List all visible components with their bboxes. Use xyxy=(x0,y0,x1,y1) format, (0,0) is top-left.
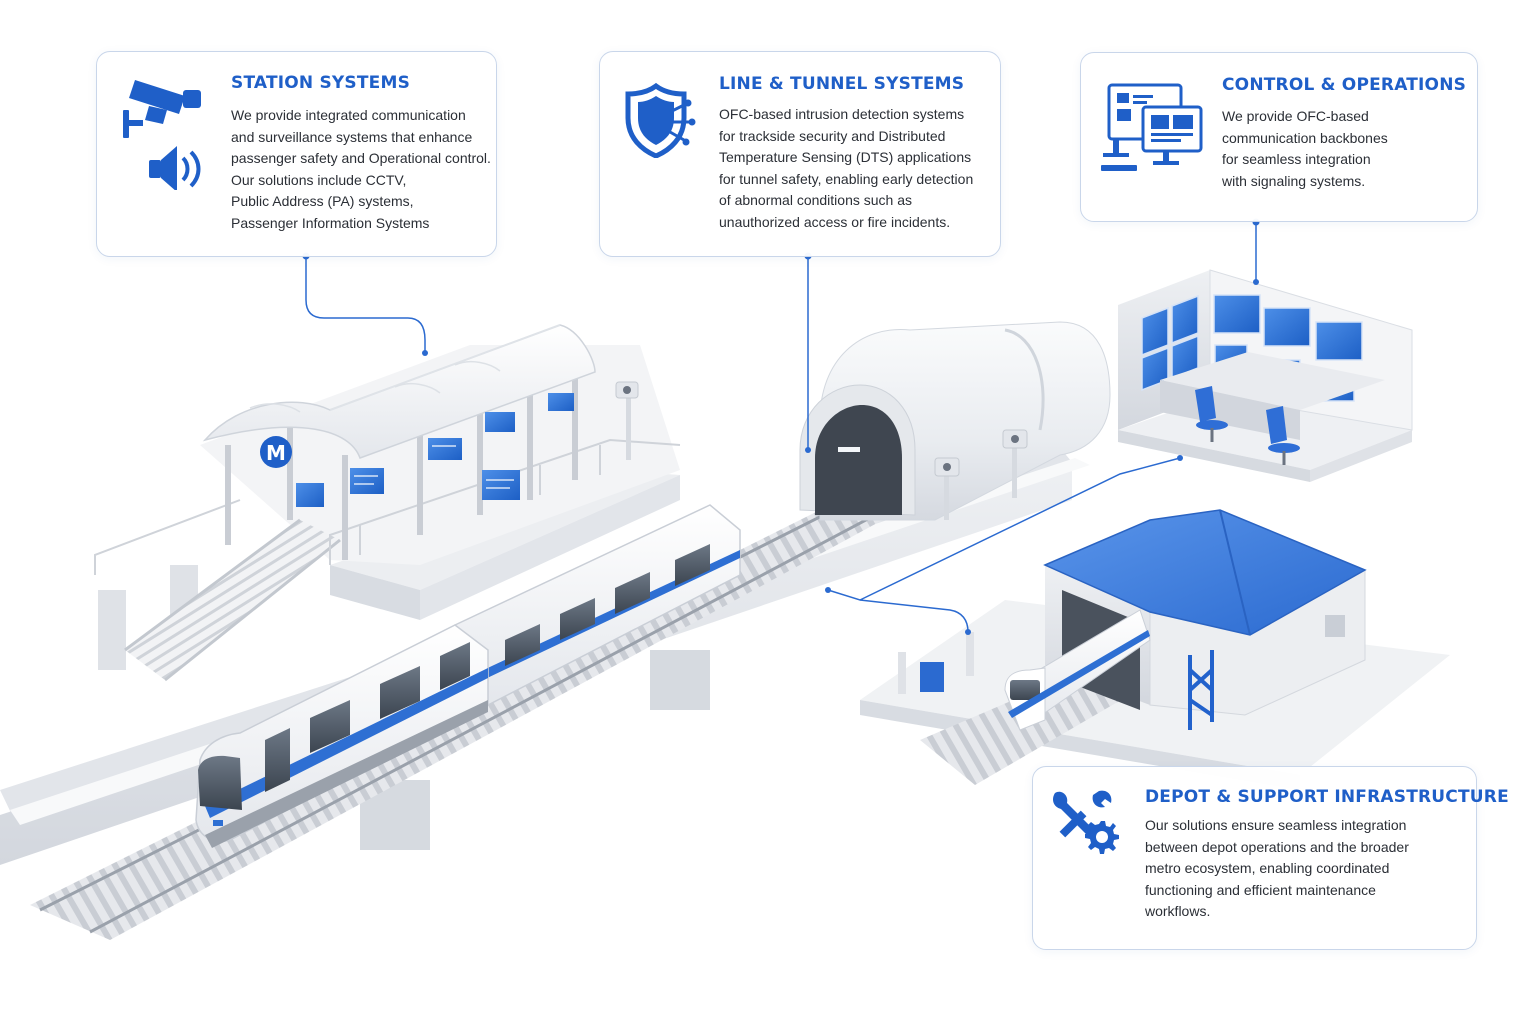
metro-logo-letter: M xyxy=(266,441,286,465)
card-description: We provide integrated communication and … xyxy=(231,107,491,231)
card-description: OFC-based intrusion detection systems fo… xyxy=(719,106,974,230)
station-systems-card: STATION SYSTEMS We provide integrated co… xyxy=(96,51,497,257)
card-title: STATION SYSTEMS xyxy=(231,73,411,93)
card-title: CONTROL & OPERATIONS xyxy=(1222,75,1467,95)
tunnel xyxy=(799,321,1111,521)
metro-logo-icon xyxy=(260,436,292,468)
control-operations-card: CONTROL & OPERATIONS We provide OFC-base… xyxy=(1080,52,1478,222)
cctv-camera-icon xyxy=(123,80,201,190)
speaker-icon xyxy=(149,146,201,190)
station: M xyxy=(94,324,681,682)
metro-train xyxy=(195,504,741,848)
card-title: DEPOT & SUPPORT INFRASTRUCTURE xyxy=(1145,787,1509,807)
depot xyxy=(860,509,1450,790)
depot-support-card: DEPOT & SUPPORT INFRASTRUCTURE Our solut… xyxy=(1032,766,1509,950)
connector-lines xyxy=(305,222,1257,633)
card-title: LINE & TUNNEL SYSTEMS xyxy=(719,74,965,94)
shield-network-icon xyxy=(625,82,696,158)
control-room xyxy=(1118,269,1413,482)
card-description: We provide OFC-based communication backb… xyxy=(1222,108,1388,189)
wrench-gear-icon xyxy=(1053,790,1119,854)
card-description: Our solutions ensure seamless integratio… xyxy=(1145,817,1409,920)
monitors-icon xyxy=(1101,83,1203,171)
line-tunnel-systems-card: LINE & TUNNEL SYSTEMS OFC-based intrusio… xyxy=(599,51,1001,257)
